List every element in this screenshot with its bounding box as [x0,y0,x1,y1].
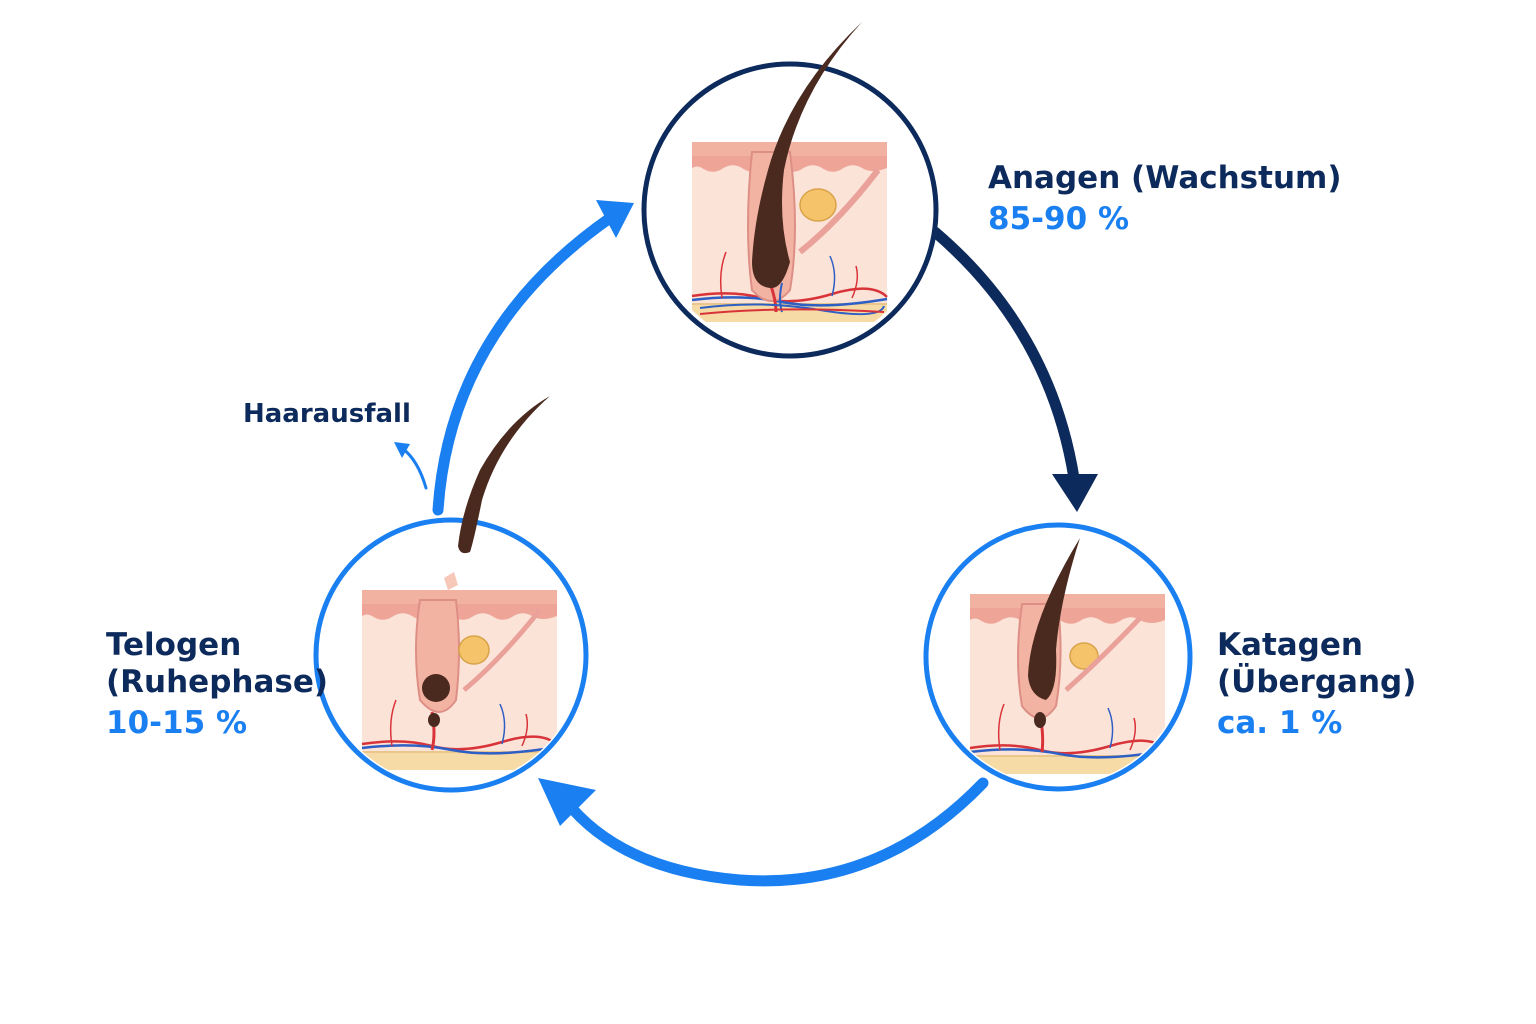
arrowhead-anagen [596,200,634,238]
telogen-percent: 10-15 % [106,705,247,742]
katagen-percent: ca. 1 % [1217,705,1343,742]
hair-loss-label: Haarausfall [243,399,411,429]
katagen-name-line2: (Übergang) [1217,664,1417,701]
arrowhead-katagen [1052,474,1098,512]
katagen-phase-node [923,522,1193,792]
telogen-phase-node [313,396,589,793]
arrow-telogen-to-anagen [432,212,616,516]
katagen-label: Katagen (Übergang) ca. 1 % [1217,627,1416,743]
anagen-percent: 85-90 % [988,201,1129,238]
anagen-name: Anagen (Wachstum) [988,160,1342,196]
telogen-label: Telogen (Ruhephase) 10-15 % [106,627,328,743]
anagen-phase-node [641,22,939,359]
hair-shaft-icon [1028,538,1080,700]
arrowhead-hair-loss [394,442,410,458]
telogen-name-line1: Telogen [106,627,242,663]
anagen-label: Anagen (Wachstum) 85-90 % [988,160,1342,238]
arrowhead-telogen [538,778,596,826]
arrow-katagen-to-telogen [559,777,989,887]
shed-hair-icon [458,396,550,554]
sebaceous-gland-icon [799,188,837,222]
arrow-hair-loss [400,446,428,490]
katagen-name-line1: Katagen [1217,627,1363,663]
hair-shaft-icon [752,22,862,289]
arrow-anagen-to-katagen [929,226,1080,484]
telogen-name-line2: (Ruhephase) [106,664,329,701]
cycle-arrows [394,200,1098,887]
vessels-detail [699,303,885,316]
